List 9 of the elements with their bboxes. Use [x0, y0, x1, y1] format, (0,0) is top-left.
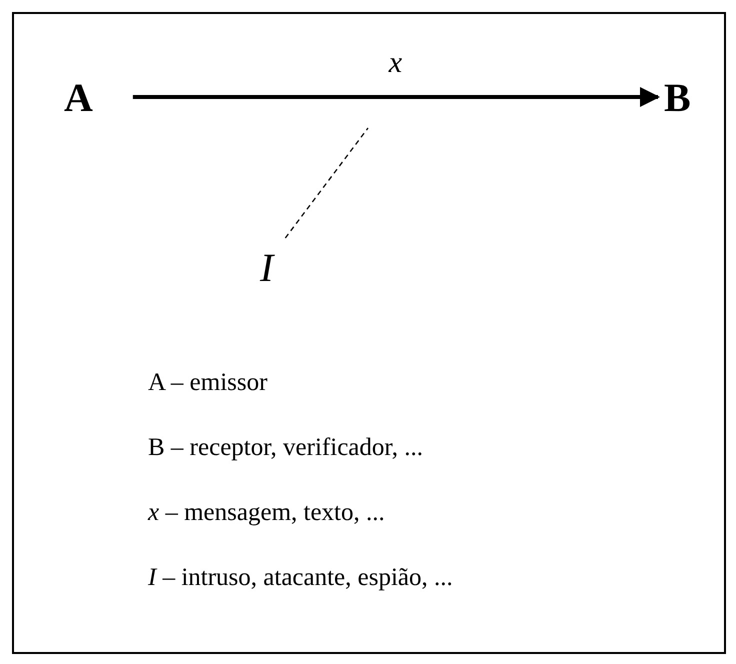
arrow [132, 87, 660, 107]
definition-text: A – emissor [148, 368, 268, 398]
node-letter: B [664, 76, 691, 120]
node-letter: I [260, 246, 274, 290]
definition-text: x – mensagem, texto, ... [148, 498, 385, 528]
dashed-line [284, 128, 369, 238]
node-letter: A [64, 76, 93, 120]
definition-text: I – intruso, atacante, espião, ... [148, 563, 453, 593]
definition-text: B – receptor, verificador, ... [148, 433, 423, 463]
